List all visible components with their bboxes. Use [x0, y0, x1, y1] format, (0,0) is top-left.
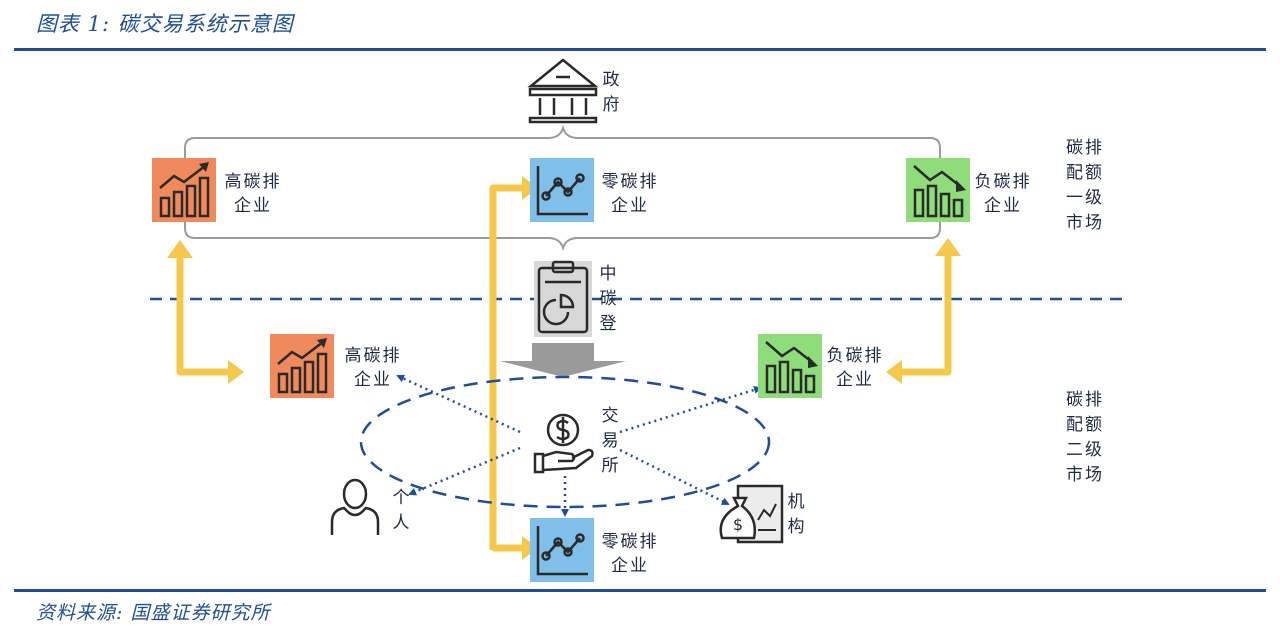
bank-icon	[527, 58, 599, 124]
primary-high-emitter-label: 高碳排企业	[224, 172, 282, 216]
primary-market-label: 碳排配额一级市场	[1066, 138, 1104, 233]
secondary-high-emitter-label: 高碳排企业	[344, 346, 402, 390]
primary-negative-emitter-label: 负碳排企业	[974, 172, 1032, 216]
bottom-brace	[184, 222, 941, 252]
person-icon	[330, 478, 380, 535]
falling-chart-icon	[758, 334, 822, 398]
secondary-negative-emitter-label: 负碳排企业	[826, 346, 884, 390]
registry-down-arrow	[500, 343, 626, 377]
figure-title: 图表 1: 碳交易系统示意图	[36, 12, 294, 36]
institution-label: 机构	[787, 492, 805, 537]
source-note: 资料来源: 国盛证券研究所	[36, 602, 271, 624]
top-brace	[184, 124, 941, 160]
money-bag-report-icon: $	[719, 484, 784, 544]
bottom-rule	[14, 589, 1266, 592]
rising-chart-icon	[152, 158, 216, 222]
top-rule	[14, 48, 1266, 51]
ccer-registry-label: 中碳登	[599, 264, 617, 334]
rising-chart-icon	[270, 334, 334, 398]
clipboard-pie-icon	[534, 260, 592, 337]
dollar-hand-icon	[533, 413, 594, 474]
svg-text:$: $	[733, 515, 743, 534]
falling-chart-icon	[906, 158, 970, 222]
flow-arrows	[176, 184, 952, 552]
exchange-label: 交易所	[601, 406, 619, 476]
exchange-ellipse	[359, 375, 771, 509]
exchange-links	[396, 374, 762, 517]
secondary-zero-emitter-label: 零碳排企业	[601, 532, 659, 576]
individual-label: 个人	[392, 488, 410, 533]
secondary-market-label: 碳排配额二级市场	[1066, 390, 1104, 485]
network-line-icon	[530, 158, 594, 222]
primary-zero-emitter-label: 零碳排企业	[601, 172, 659, 216]
flow-arrowheads	[167, 176, 961, 560]
government-label: 政府	[602, 70, 620, 115]
network-line-icon	[530, 518, 594, 582]
